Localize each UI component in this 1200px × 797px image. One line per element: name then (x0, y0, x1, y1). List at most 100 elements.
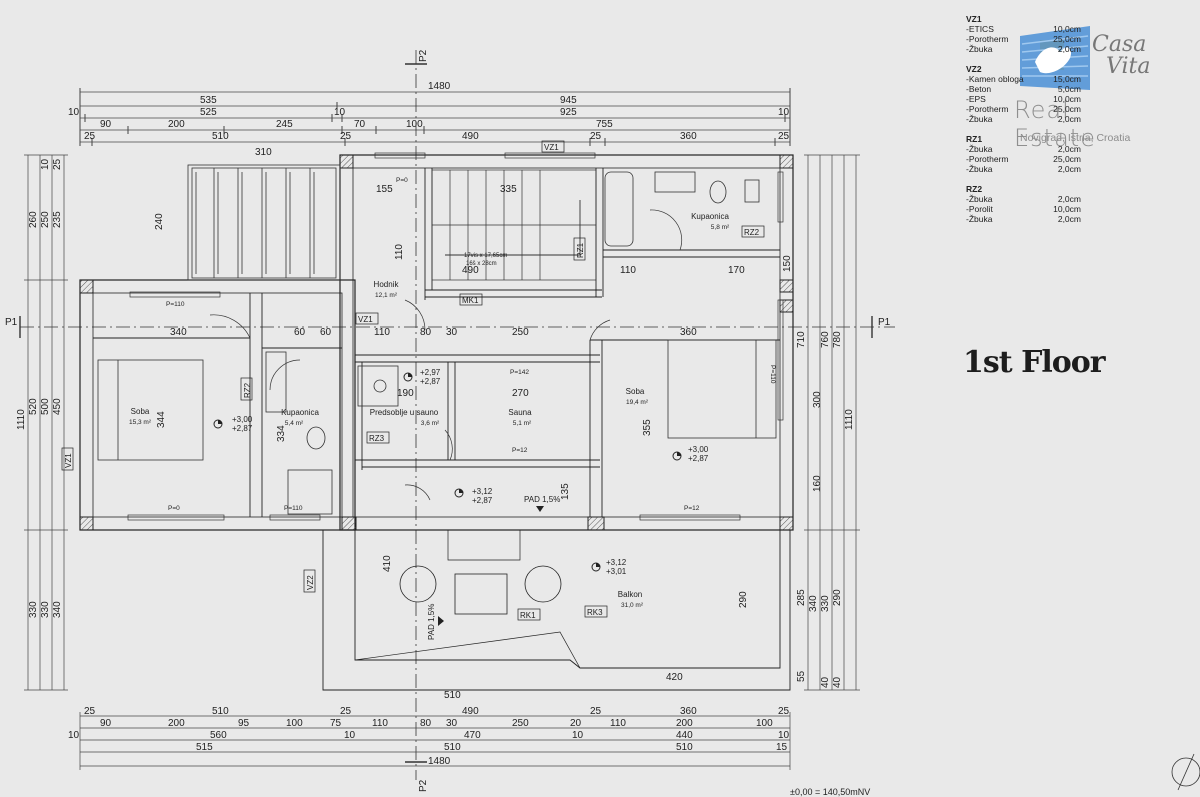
legend-thickness: 10,0cm (1053, 94, 1081, 104)
dim-top-945: 945 (560, 95, 577, 106)
legend-thickness: 2,0cm (1057, 114, 1081, 124)
legend-material: -Žbuka (966, 44, 993, 54)
dim-text: 340 (52, 601, 63, 618)
brand-line-2: Vita (1106, 54, 1151, 79)
legend-row: -EPS 10,0cm (966, 94, 1081, 104)
wall-type-tags (61, 140, 765, 621)
section-mark-p1-right: P1 (878, 317, 891, 328)
dim-text: 490 (462, 265, 479, 276)
dim-top-overall: 1480 (428, 81, 451, 92)
room-area: 19,4 m² (626, 399, 649, 406)
room-name: Soba (131, 407, 150, 416)
dim-text: 25 (590, 131, 602, 142)
level-top: +2,97 (420, 368, 441, 377)
level-bottom: +2,87 (232, 424, 253, 433)
room-area: 5,1 m² (513, 420, 532, 427)
tag-label: RK1 (520, 611, 536, 620)
dim-text: 25 (778, 706, 790, 717)
dim-text: 25 (590, 706, 602, 717)
room-area: 12,1 m² (375, 292, 398, 299)
room-area: 5,4 m² (285, 420, 304, 427)
tag-label: VZ2 (306, 575, 315, 590)
dim-text: 25 (340, 706, 352, 717)
room-area: 31,0 m² (621, 602, 644, 609)
dim-text: 90 (100, 119, 112, 130)
dim-text: 110 (372, 718, 388, 729)
dim-text: 155 (376, 184, 393, 195)
level-marker: +3,12 +3,01 (591, 558, 627, 576)
legend-thickness: 5,0cm (1057, 84, 1081, 94)
legend-thickness: 25,0cm (1053, 34, 1081, 44)
legend-group-name: RZ2 (966, 184, 983, 194)
room-name: Predsoblje u sauno (370, 408, 439, 417)
dim-text: 170 (728, 265, 745, 276)
legend-thickness: 25,0cm (1053, 154, 1081, 164)
section-mark-p1-left: P1 (5, 317, 18, 328)
misc-annotations: PAD 1,5% PAD 1,5% 17vis x 17,65cm 16š x … (166, 177, 776, 640)
legend-material: -EPS (966, 94, 986, 104)
room-labels: Hodnik 12,1 m² Kupaonica 5,8 m² Soba 15,… (129, 212, 730, 609)
room-name: Kupaonica (691, 212, 729, 221)
dim-text: 360 (680, 131, 697, 142)
windows (127, 152, 784, 521)
level-bottom: +3,01 (606, 567, 627, 576)
legend-material: -Žbuka (966, 114, 993, 124)
exterior-walls (79, 154, 794, 531)
dim-text: 10 (68, 730, 80, 741)
left-dimension-lines (24, 154, 68, 691)
dim-text: 410 (382, 555, 393, 572)
dim-text: 10 (344, 730, 356, 741)
dim-bottom-overall: 1480 (428, 756, 451, 767)
furniture-beds (97, 339, 777, 461)
dim-text: 510 (444, 742, 461, 753)
legend-thickness: 10,0cm (1053, 204, 1081, 214)
dim-text: 310 (255, 147, 272, 158)
dim-text: 80 (420, 718, 432, 729)
dim-text: 25 (778, 131, 790, 142)
tag-label: VZ1 (358, 315, 373, 324)
dim-text: 510 (444, 690, 461, 701)
legend-material: -Porotherm (966, 104, 1009, 114)
staircase (431, 169, 597, 281)
level-marker: +3,00 +2,87 (213, 415, 253, 433)
dim-text: 235 (52, 211, 63, 228)
dim-text: 160 (812, 475, 823, 492)
dim-text: 10 (40, 158, 51, 170)
level-bottom: +2,87 (688, 454, 709, 463)
dim-text: 250 (512, 718, 529, 729)
skylight-panels (187, 164, 341, 281)
dim-text: 110 (620, 265, 636, 276)
level-top: +3,12 (606, 558, 627, 567)
dim-text: 1110 (844, 409, 855, 430)
dim-text: 10 (778, 730, 790, 741)
dim-text: 344 (156, 411, 167, 428)
legend-thickness: 2,0cm (1057, 44, 1081, 54)
tag-label: RK3 (587, 608, 603, 617)
dim-text: 200 (676, 718, 693, 729)
dim-text: 250 (40, 211, 51, 228)
dim-text: 335 (500, 184, 517, 195)
legend-material: -Porolit (966, 204, 993, 214)
brand-tagline: Real Estate (1014, 96, 1096, 152)
tag-label: RZ2 (744, 228, 760, 237)
dim-text: 330 (28, 601, 39, 618)
section-lines (19, 50, 895, 780)
dim-text: 10 (334, 107, 346, 118)
dim-text: 40 (820, 676, 831, 688)
dim-text: 30 (446, 327, 458, 338)
wall-type-tag-text: VZ1 VZ1 VZ1 VZ2 RZ1 RZ2 RZ2 RZ3 MK1 RK1 … (64, 143, 760, 620)
level-marker: +3,12 +2,87 (454, 487, 493, 505)
dim-text: 60 (294, 327, 306, 338)
legend-row: -Porolit 10,0cm (966, 204, 1081, 214)
tag-label: RZ1 (576, 242, 585, 258)
legend-material: -Žbuka (966, 144, 993, 154)
legend-material: -Žbuka (966, 214, 993, 224)
legend-thickness: 2,0cm (1057, 144, 1081, 154)
dim-text: 200 (168, 119, 185, 130)
